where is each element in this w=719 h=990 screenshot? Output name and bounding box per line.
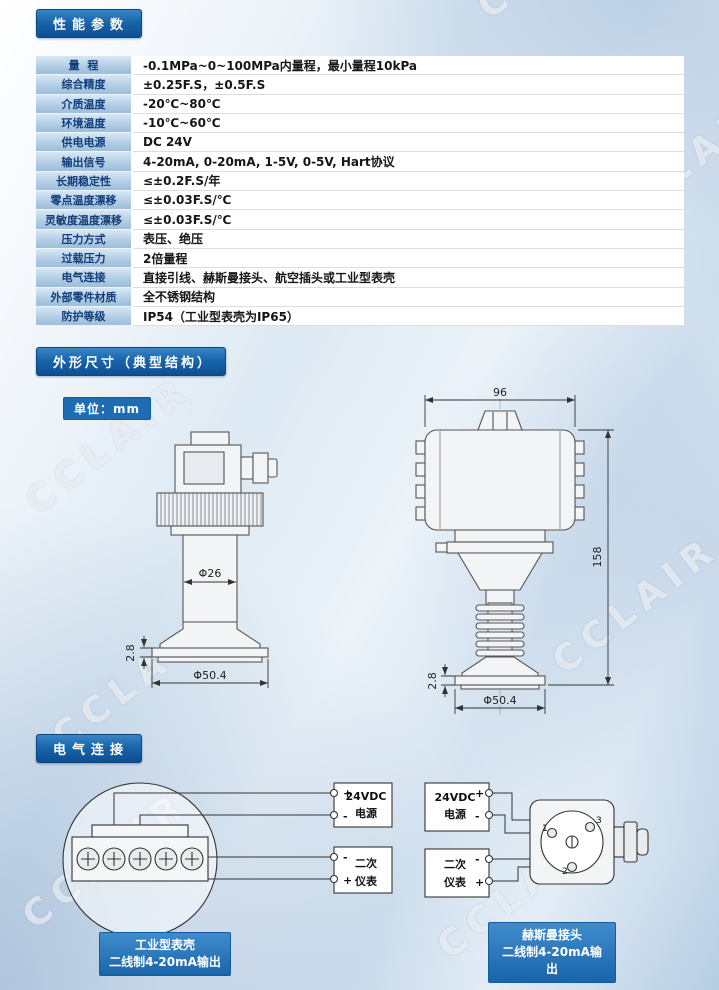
param-value: ±0.25F.S，±0.5F.S [133,75,684,95]
pin-number: 1 [542,824,548,834]
polarity-sign: + [475,876,484,889]
hirschmann-connector-drawing [424,782,649,898]
param-label: 输出信号 [36,152,133,172]
param-label: 过载压力 [36,248,133,269]
dimension-lines-right [424,395,614,714]
table-row: 介质温度-20℃~80℃ [36,94,684,114]
param-label: 供电电源 [36,133,133,153]
caption-industrial-housing: 工业型表壳 二线制4-20mA输出 [99,932,231,976]
param-label: 外部零件材质 [36,287,133,307]
watermark-text: CCLAIR [470,0,652,27]
table-row: 量 程-0.1MPa~0~100MPa内量程，最小量程10kPa [36,56,684,76]
dimension-label: 2.8 [426,672,439,690]
table-row: 电气连接直接引线、赫斯曼接头、航空插头或工业型表壳 [36,268,684,288]
power-box-label: 24VDC [434,791,475,804]
dimension-labels-right: 96 158 2.8 Φ50.4 [426,386,604,707]
param-label: 灵敏度温度漂移 [36,210,133,230]
dimension-lines-left [140,579,269,688]
param-value: 全不锈钢结构 [133,287,684,307]
param-value: ≤±0.2F.S/年 [133,171,684,192]
param-value: 直接引线、赫斯曼接头、航空插头或工业型表壳 [133,268,684,288]
polarity-sign: - [343,810,348,823]
dimension-label: 96 [493,386,507,399]
section-title-dimensions: 外形尺寸（典型结构） [36,347,227,376]
param-value: IP54（工业型表壳为IP65） [133,306,684,327]
industrial-housing-terminal-drawing [62,782,393,938]
unit-label: 单位：mm [63,397,152,420]
param-label: 量 程 [36,56,133,76]
table-row: 零点温度漂移≤±0.03F.S/℃ [36,191,684,211]
table-row: 综合精度±0.25F.S，±0.5F.S [36,75,684,95]
section-title-performance: 性能参数 [36,9,143,38]
section-title-electrical: 电气连接 [36,734,143,763]
param-label: 介质温度 [36,94,133,114]
meter-box-label: 二次 [444,857,466,871]
param-value: 2倍量程 [133,248,684,269]
param-value: 表压、绝压 [133,229,684,249]
wires [493,792,530,882]
param-label: 长期稳定性 [36,171,133,192]
param-value: 4-20mA, 0-20mA, 1-5V, 0-5V, Hart协议 [133,152,684,172]
param-label: 压力方式 [36,229,133,249]
wires [113,792,330,880]
pin-number: 2 [562,867,568,877]
table-row: 压力方式表压、绝压 [36,229,684,249]
right-diagram-labels: 24VDC 电源 二次 仪表 + - - + 1 2 3 [434,787,601,889]
param-value: -10℃~60℃ [133,113,684,134]
power-box-label: 电源 [355,806,377,820]
left-diagram-labels: 24VDC 电源 二次 仪表 + - - + [343,787,387,888]
meter-box-label: 二次 [355,856,377,870]
table-row: 灵敏度温度漂移≤±0.03F.S/℃ [36,210,684,230]
param-label: 零点温度漂移 [36,191,133,211]
wiring-diagrams: 24VDC 电源 二次 仪表 + - - + [62,782,649,938]
table-row: 外部零件材质全不锈钢结构 [36,287,684,307]
power-box-label: 电源 [444,807,466,821]
dimension-labels-left: Φ26 2.8 Φ50.4 [124,567,227,682]
terminal-screws [76,847,204,871]
pin-number: 3 [596,816,602,826]
caption-line: 工业型表壳 [134,938,195,952]
param-value: -20℃~80℃ [133,94,684,114]
param-label: 环境温度 [36,113,133,134]
meter-box-label: 仪表 [354,874,378,888]
param-value: -0.1MPa~0~100MPa内量程，最小量程10kPa [133,56,684,76]
transmitter-front-view-drawing [415,399,585,715]
power-box-label: 24VDC [345,790,386,803]
param-value: ≤±0.03F.S/℃ [133,210,684,230]
param-label: 防护等级 [36,306,133,327]
polarity-sign: + [343,874,352,887]
dimension-drawings: Φ26 2.8 Φ50.4 [124,386,614,715]
param-value: DC 24V [133,133,684,153]
param-label: 电气连接 [36,268,133,288]
polarity-sign: + [475,787,484,800]
dimension-label: 2.8 [124,644,137,662]
caption-line: 二线制4-20mA输出 [502,945,602,976]
dimension-label: 158 [591,547,604,568]
param-value: ≤±0.03F.S/℃ [133,191,684,211]
table-row: 环境温度-10℃~60℃ [36,113,684,134]
dimension-label: Φ50.4 [193,669,226,682]
dimension-label: Φ50.4 [483,694,516,707]
caption-line: 二线制4-20mA输出 [109,955,221,969]
meter-box-label: 仪表 [443,875,467,889]
table-row: 长期稳定性≤±0.2F.S/年 [36,171,684,192]
polarity-sign: - [475,810,480,823]
caption-hirschmann-connector: 赫斯曼接头 二线制4-20mA输出 [488,922,616,983]
param-label: 综合精度 [36,75,133,95]
polarity-sign: + [343,787,352,800]
transmitter-side-view-drawing [151,431,278,663]
dimension-label: Φ26 [199,567,222,580]
polarity-sign: - [343,851,348,864]
polarity-sign: - [475,853,480,866]
caption-line: 赫斯曼接头 [521,928,582,942]
performance-table: 量 程-0.1MPa~0~100MPa内量程，最小量程10kPa 综合精度±0.… [36,56,684,327]
